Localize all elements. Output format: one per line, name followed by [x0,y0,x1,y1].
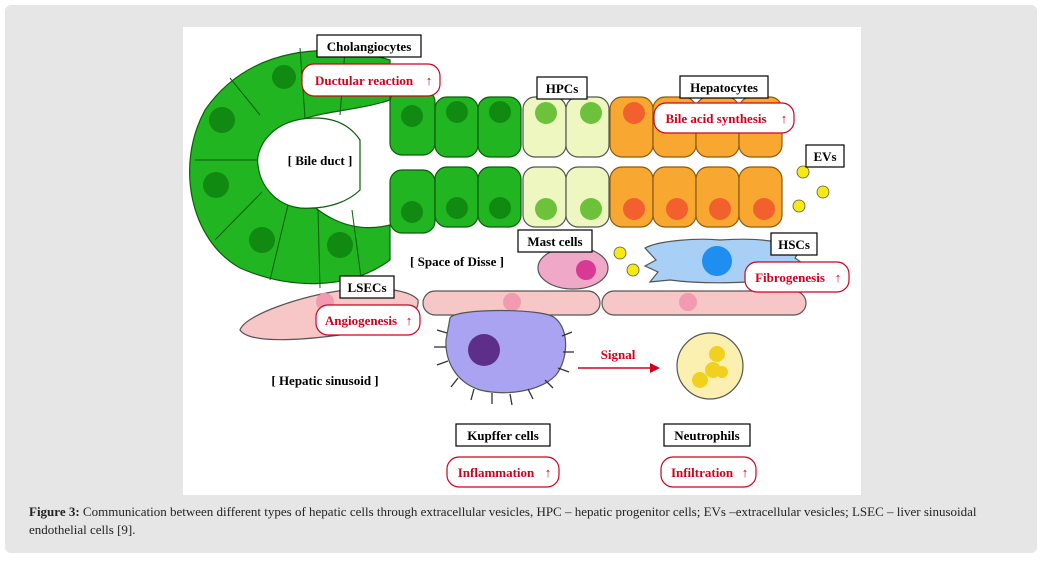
svg-text:Bile acid synthesis: Bile acid synthesis [665,111,766,126]
label-signal: Signal [601,347,636,362]
label-ductular-reaction: Ductular reaction ↑ [301,63,441,97]
figure-caption: Figure 3: Communication between differen… [29,503,1014,539]
label-lsecs: LSECs [339,275,395,299]
svg-text:Kupffer cells: Kupffer cells [467,428,539,443]
bile-duct-curve [189,47,391,289]
svg-text:Cholangiocytes: Cholangiocytes [327,39,412,54]
svg-text:EVs: EVs [813,149,836,164]
label-angiogenesis: Angiogenesis ↑ [315,304,421,336]
svg-text:[ Bile duct ]: [ Bile duct ] [288,153,353,168]
up-arrow-icon: ↑ [742,465,749,480]
label-hepatic-sinusoid: [ Hepatic sinusoid ] [271,373,378,388]
cholangiocyte-row-top [389,89,522,158]
up-arrow-icon: ↑ [406,313,413,328]
svg-text:HPCs: HPCs [546,81,579,96]
svg-text:LSECs: LSECs [347,280,386,295]
svg-text:Infiltration: Infiltration [671,465,734,480]
label-space-of-disse: [ Space of Disse ] [410,254,504,269]
svg-text:Angiogenesis: Angiogenesis [325,313,397,328]
label-mast-cells: Mast cells [517,229,593,253]
label-kupffer-cells: Kupffer cells [455,423,551,447]
label-bile-duct: [ Bile duct ] [288,153,353,168]
svg-text:Signal: Signal [601,347,636,362]
signal-arrow [578,363,660,373]
ev-vesicles [613,165,830,277]
cholangiocyte-row-bottom [389,166,522,234]
up-arrow-icon: ↑ [781,111,788,126]
svg-text:Inflammation: Inflammation [458,465,535,480]
hpc-cells [522,96,610,228]
up-arrow-icon: ↑ [545,465,552,480]
label-cholangiocytes: Cholangiocytes [316,34,422,58]
label-fibrogenesis: Fibrogenesis ↑ [744,261,850,293]
svg-text:[ Space of Disse ]: [ Space of Disse ] [410,254,504,269]
svg-text:HSCs: HSCs [778,237,810,252]
label-hepatocytes: Hepatocytes [679,75,769,99]
label-neutrophils: Neutrophils [663,423,751,447]
label-inflammation: Inflammation ↑ [446,456,560,488]
up-arrow-icon: ↑ [835,270,842,285]
svg-text:[ Hepatic sinusoid ]: [ Hepatic sinusoid ] [271,373,378,388]
svg-text:Neutrophils: Neutrophils [674,428,740,443]
up-arrow-icon: ↑ [426,73,433,88]
svg-text:Ductular reaction: Ductular reaction [315,73,414,88]
label-infiltration: Infiltration ↑ [660,456,757,488]
label-bile-acid-synthesis: Bile acid synthesis ↑ [653,102,795,134]
mast-cell [537,246,609,290]
kupffer-cell [434,309,574,406]
svg-text:Mast cells: Mast cells [527,234,582,249]
figure-caption-label: Figure 3: [29,504,80,519]
label-hpcs: HPCs [536,76,588,100]
label-evs: EVs [805,144,845,168]
figure-caption-text: Communication between different types of… [29,504,977,537]
label-hscs: HSCs [770,232,818,256]
svg-text:Hepatocytes: Hepatocytes [690,80,758,95]
neutrophil-cell [676,332,744,400]
svg-text:Fibrogenesis: Fibrogenesis [755,270,825,285]
